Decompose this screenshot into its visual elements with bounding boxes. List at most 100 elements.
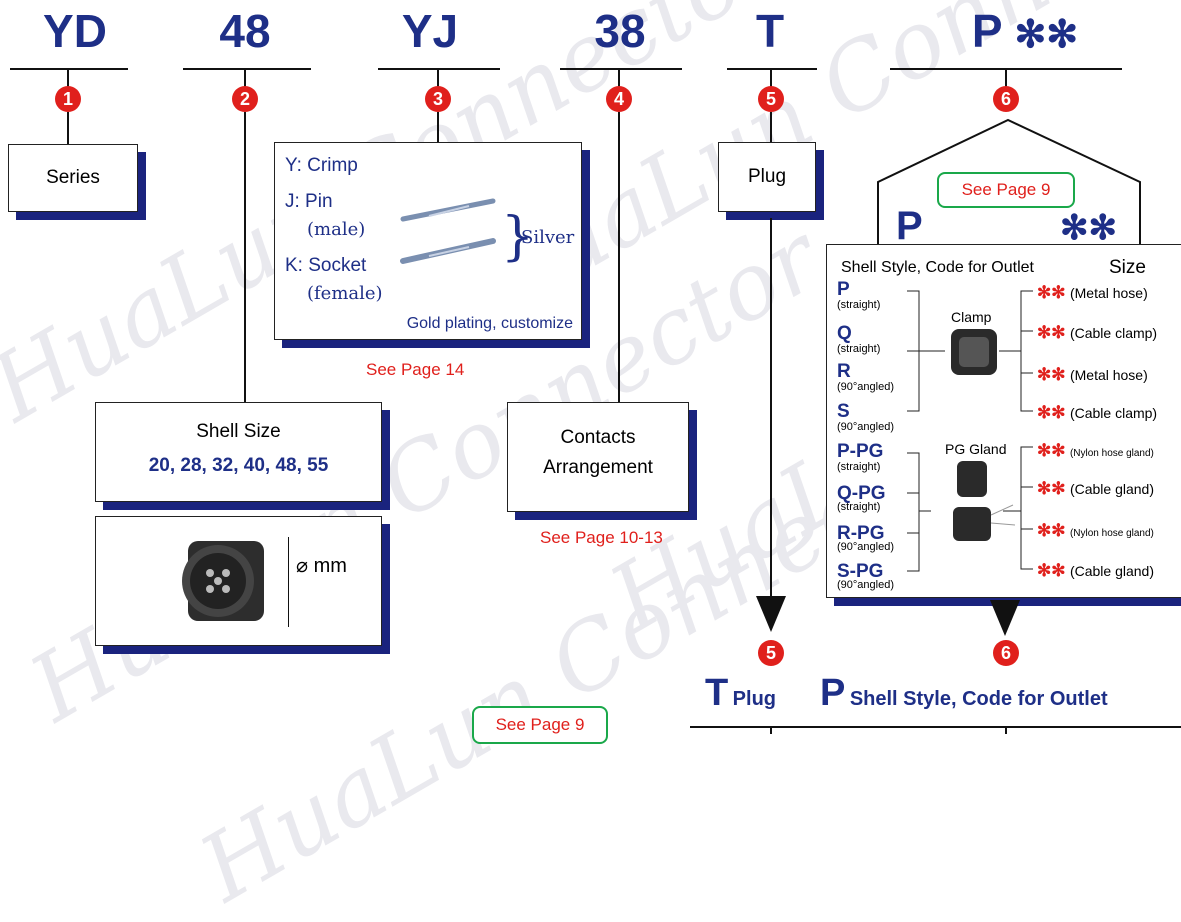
outlet-pentagon [877,118,1141,250]
underline [10,68,128,70]
size-row: ✻✻ (Cable gland) [1037,561,1154,581]
contact-footer: Gold plating, customize [406,315,573,332]
style-note: (straight) [837,461,881,473]
socket-sub: (female) [307,283,383,304]
diameter-label: ⌀ mm [296,555,347,577]
size-stars: ✻✻ [1037,403,1066,422]
size-stars: ✻✻ [1037,521,1066,540]
size-stars: ✻✻ [1037,561,1066,580]
see-page-14-link[interactable]: See Page 14 [366,360,465,379]
size-row: ✻✻ (Cable clamp) [1037,403,1157,423]
underline [183,68,311,70]
size-heading: Size [1109,257,1146,278]
step-badge-6-bottom: 6 [993,640,1019,666]
size-desc: (Cable clamp) [1069,405,1158,421]
outlet-stars: ✻✻ [1060,209,1117,247]
pin-image [400,198,496,222]
connector-line [770,68,772,88]
code-outlet: P ✻✻ [930,4,1120,62]
style-code: R-PG [837,523,885,544]
contacts-line2: Arrangement [543,457,653,478]
see-page-9-badge[interactable]: See Page 9 [937,172,1075,208]
underline [560,68,682,70]
contacts-line1: Contacts [560,427,636,448]
connector-line [244,112,246,402]
step-badge-5-bottom: 5 [758,640,784,666]
style-note: (straight) [837,343,881,355]
bottom-t-text: Plug [732,688,777,710]
connector-line [618,112,620,402]
step-badge-4: 4 [606,86,632,112]
code-shell-size: 48 [219,5,271,57]
connector-line [67,112,69,144]
outlet-panel: Shell Style, Code for Outlet Size P (str… [826,244,1181,598]
size-stars: ✻✻ [1037,365,1066,384]
contacts-arrangement-box: Contacts Arrangement [507,402,689,512]
size-stars: ✻✻ [1037,283,1066,302]
shell-size-values: 20, 28, 32, 40, 48, 55 [148,455,329,476]
see-page-9-badge-bottom[interactable]: See Page 9 [472,706,608,744]
underline [378,68,500,70]
bottom-outlet-label: P Shell Style, Code for Outlet [820,672,1108,715]
contact-type-box: Y: Crimp J: Pin (male) K: Socket (female… [274,142,582,340]
bottom-p-text: Shell Style, Code for Outlet [849,688,1108,710]
connector-image [182,541,264,621]
connector-line [244,68,246,88]
connector-line [770,112,772,142]
plug-box: Plug [718,142,816,212]
pin-label: J: Pin [285,191,333,212]
size-stars: ✻✻ [1037,323,1066,342]
diameter-line [288,537,289,627]
plug-label: Plug [747,166,787,187]
underline [727,68,817,70]
size-desc: (Nylon hose gland) [1069,448,1154,459]
size-desc: (Cable gland) [1069,481,1155,497]
size-stars: ✻✻ [1037,479,1066,498]
crimp-label: Y: Crimp [285,155,358,176]
bottom-p-letter: P [820,672,846,714]
step-badge-3: 3 [425,86,451,112]
style-code: Q-PG [837,483,886,504]
size-desc: (Metal hose) [1069,285,1148,301]
code-type: T [755,5,785,57]
shell-size-title: Shell Size [196,421,281,442]
connector-line [67,68,69,88]
size-row: ✻✻ (Nylon hose gland) [1037,441,1154,461]
connector-line [437,112,439,142]
gland-label: PG Gland [945,441,1007,457]
style-note: (straight) [837,501,881,513]
outlet-heading: Shell Style, Code for Outlet [841,259,1034,276]
step-badge-6: 6 [993,86,1019,112]
size-desc: (Nylon hose gland) [1069,528,1154,539]
connector-line [770,218,772,598]
outlet-letter: P [896,204,923,248]
size-row: ✻✻ (Cable clamp) [1037,323,1157,343]
style-code: S-PG [837,561,884,582]
style-code: P [837,279,850,300]
connector-line [770,726,772,734]
style-note: (90°angled) [837,541,894,553]
size-desc: (Metal hose) [1069,367,1148,383]
code-outlet-letter: P [971,5,1002,57]
style-note: (90°angled) [837,381,894,393]
size-row: ✻✻ (Metal hose) [1037,365,1148,385]
style-note: (90°angled) [837,421,894,433]
size-row: ✻✻ (Nylon hose gland) [1037,521,1154,541]
step-badge-2: 2 [232,86,258,112]
size-desc: (Cable gland) [1069,563,1155,579]
code-contact-type: YJ [401,5,459,57]
arrow-down-icon [756,596,786,632]
size-desc: (Cable clamp) [1069,325,1158,341]
clamp-label: Clamp [951,309,992,325]
connector-photo-box: ⌀ mm [95,516,382,646]
series-label: Series [46,167,100,188]
bottom-plug-label: T Plug [705,672,776,715]
pin-sub: (male) [307,219,366,240]
code-outlet-stars: ✻✻ [1014,14,1079,56]
connector-line [618,68,620,88]
see-page-10-13-link[interactable]: See Page 10-13 [540,528,663,547]
style-note: (straight) [837,299,881,311]
connector-line [1005,68,1007,88]
style-code: P-PG [837,441,884,462]
step-badge-1: 1 [55,86,81,112]
